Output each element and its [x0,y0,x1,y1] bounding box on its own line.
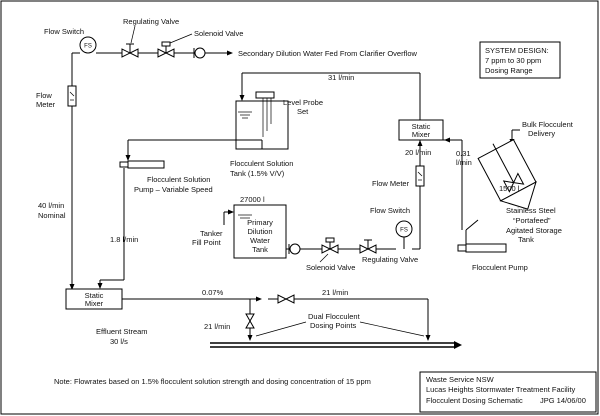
static-mixer-left-line-1: Static [85,291,104,300]
dosing-line [122,296,431,341]
effluent-line-1: Effluent Stream [96,327,148,336]
solenoid-valve-top-label: Solenoid Valve [194,29,243,38]
primary-output-line [286,244,421,250]
flocculent-pump-icon [457,243,507,253]
title-block-line-4: JPG 14/06/00 [540,396,586,405]
effluent-line-2: 30 l/s [110,337,128,346]
solution-to-pump-line [125,139,263,161]
title-block-line-1: Waste Service NSW [426,375,495,384]
line-18-lpm [97,168,125,289]
solenoid-valve-top-icon [157,41,175,58]
static-mixer-right-line-2: Mixer [412,130,431,139]
solution-tank-line-1: Flocculent Solution [230,159,293,168]
regulating-valve-top-label: Regulating Valve [123,17,179,26]
line-031-lpm [443,137,479,244]
storage-tank-line-3: Agitated Storage [506,226,562,235]
tanker-fill-line [223,209,234,225]
primary-dilution-tank [233,204,287,259]
line-20-lpm [417,140,423,244]
effluent-stream [210,341,462,349]
system-design-line-1: SYSTEM DESIGN: [485,46,549,55]
dual-dosing-line-1: Dual Flocculent [308,312,361,321]
storage-tank-line-2: “Portafeed” [513,216,551,225]
pump-mid-icon [288,243,301,255]
solenoid-valve-mid-icon [321,237,339,254]
regulating-valve-mid-icon [359,239,377,254]
flow-20-label: 20 l/min [405,148,431,157]
solution-pump-line-1: Flocculent Solution [147,175,210,184]
solution-tank-line-2: Tank (1.5% V/V) [230,169,285,178]
bulk-flocculent-line-1: Bulk Flocculent [522,120,574,129]
storage-tank-line-4: Tank [518,235,534,244]
flow-switch-mid: FS [395,220,413,249]
primary-tank-line-4: Tank [252,245,268,254]
title-block: Waste Service NSW Lucas Heights Stormwat… [419,371,597,413]
title-block-line-2: Lucas Heights Stormwater Treatment Facil… [426,385,575,394]
note-text: Note: Flowrates based on 1.5% flocculent… [54,377,371,386]
dual-dosing-line-2: Dosing Points [310,321,357,330]
flow-meter-left-line-2: Meter [36,100,56,109]
flow-switch-top-label: Flow Switch [44,27,84,36]
regulating-valve-mid-label: Regulating Valve [362,255,418,264]
flow-meter-right-icon [415,165,425,187]
flow-21-left-label: 21 l/min [204,322,230,331]
flow-40-line-1: 40 l/min [38,201,64,210]
storage-tank-line-1: Stainless Steel [506,206,556,215]
bulk-flocculent-line-2: Delivery [528,129,555,138]
flow-40-line-2: Nominal [38,211,66,220]
static-mixer-right: Static Mixer [398,119,444,141]
flow-21-top-label: 21 l/min [322,288,348,297]
flocculent-pump-label: Flocculent Pump [472,263,528,272]
fs-label-mid: FS [400,228,408,234]
line-31-lpm [239,72,421,120]
flow-31-label: 31 l/min [328,73,354,82]
solenoid-valve-mid-label: Solenoid Valve [306,263,355,272]
tanker-line-1: Tanker [200,229,223,238]
flow-031-unit: l/min [456,158,472,167]
level-probe-line-1: Level Probe [283,98,323,107]
flow-meter-right-label: Flow Meter [372,179,410,188]
system-design-line-3: Dosing Range [485,66,533,75]
static-mixer-left-line-2: Mixer [85,299,104,308]
primary-tank-line-1: Primary [247,218,273,227]
primary-tank-line-3: Water [250,236,270,245]
primary-tank-line-2: Dilution [247,227,272,236]
secondary-water-line [71,50,233,290]
system-design-box: SYSTEM DESIGN: 7 ppm to 30 ppm Dosing Ra… [479,41,561,79]
arrow-40-lpm [69,284,75,290]
pct-007-label: 0.07% [202,288,224,297]
pump-top-icon [193,47,206,59]
storage-tank [477,138,537,210]
tanker-line-2: Fill Point [192,238,222,247]
level-probe-line-2: Set [297,107,309,116]
title-block-line-3: Flocculent Dosing Schematic [426,396,523,405]
flow-meter-left-line-1: Flow [36,91,52,100]
static-mixer-right-line-1: Static [412,122,431,131]
system-design-line-2: 7 ppm to 30 ppm [485,56,541,65]
regulating-valve-top-icon [121,43,139,58]
flow-031-label: 0.31 [456,149,471,158]
solution-pump-line-2: Pump – Variable Speed [134,185,213,194]
solution-pump-icon [119,160,165,169]
valve-dosing-top-icon [277,294,295,304]
primary-volume-label: 27000 l [240,195,265,204]
flow-switch-mid-label: Flow Switch [370,206,410,215]
fs-label-top: FS [84,44,92,50]
secondary-water-label: Secondary Dilution Water Fed From Clarif… [238,49,418,58]
flow-switch-top: FS [79,36,97,54]
static-mixer-left: Static Mixer [65,288,123,310]
flow-18-label: 1.8 l/min [110,235,138,244]
bulk-volume-label: 1500 l [499,184,520,193]
valve-dosing-left-icon [245,313,255,329]
flow-meter-left-icon [67,85,77,107]
